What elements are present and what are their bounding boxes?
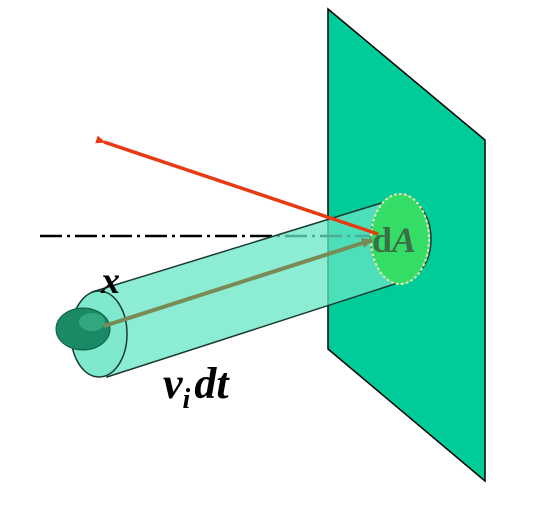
label-length: vidt [163,359,230,415]
particle [55,307,111,351]
reflected-arrow [95,135,379,236]
velocity-arrow [103,238,374,328]
particle-highlight [79,313,105,331]
label-area-element: dA [372,220,416,260]
label-x: x [100,260,120,302]
